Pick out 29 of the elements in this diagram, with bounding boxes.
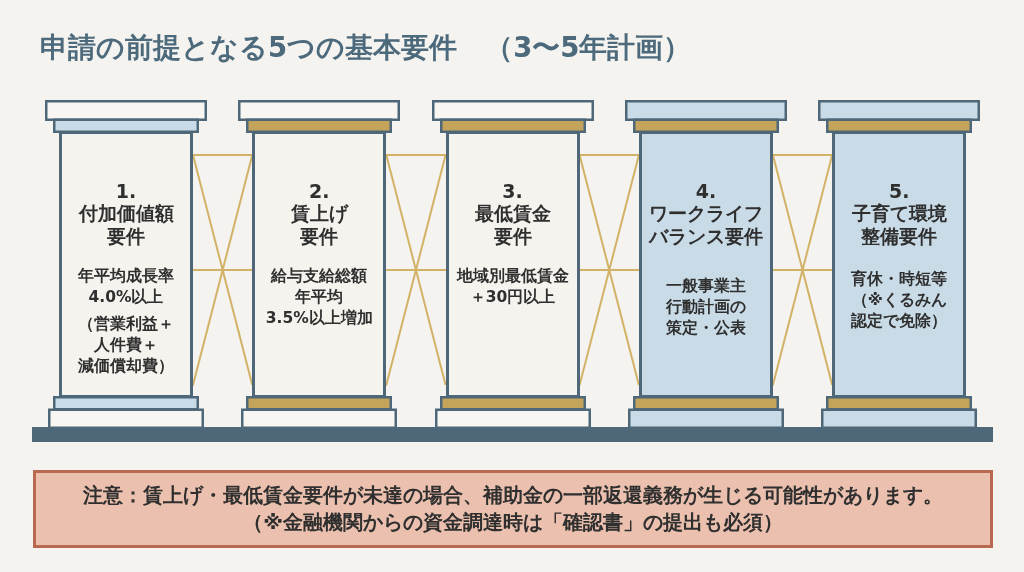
pillar <box>624 100 787 429</box>
caution-box <box>33 470 993 548</box>
cross-bracing <box>192 154 254 386</box>
cross-bracing <box>385 154 447 386</box>
cross-bracing <box>578 154 640 386</box>
requirement-title: 最低賃金要件 <box>474 202 551 248</box>
pillar <box>238 100 401 429</box>
requirement-number: 5. <box>888 180 910 202</box>
requirement-number: 1. <box>115 180 137 202</box>
requirement-title: 付加価値額要件 <box>78 202 174 248</box>
note-text: （※金融機関からの資金調達時は「確認書」の提出も必須） <box>243 509 783 536</box>
requirement-number: 4. <box>695 180 717 202</box>
requirement-title: ワークライフバランス要件 <box>648 202 763 248</box>
caution-text: 注意：賃上げ・最低賃金要件が未達の場合、補助金の一部返還義務が生じる可能性があります。 <box>83 482 943 509</box>
cross-bracing <box>771 154 834 386</box>
requirement-detail: 年平均成長率4.0%以上 <box>78 266 174 308</box>
requirement-number: 2. <box>309 180 330 202</box>
requirement-detail: 地域別最低賃金＋30円以上 <box>456 266 569 308</box>
requirement-title: 賃上げ要件 <box>290 202 348 248</box>
pillar <box>818 100 981 429</box>
requirement-detail: （営業利益＋人件費＋減価償却費） <box>78 314 174 377</box>
requirement-detail: 一般事業主行動計画の策定・公表 <box>665 276 746 339</box>
requirement-title: 子育て環境整備要件 <box>851 202 947 248</box>
pillar <box>431 100 594 429</box>
title: 申請の前提となる5つの基本要件 （3〜5年計画） <box>40 30 692 64</box>
requirement-number: 3. <box>502 180 523 202</box>
pillar <box>45 100 207 429</box>
requirement-detail: 給与支給総額年平均3.5%以上増加 <box>265 266 373 329</box>
requirement-detail: 育休・時短等（※くるみん認定で免除） <box>851 269 948 332</box>
